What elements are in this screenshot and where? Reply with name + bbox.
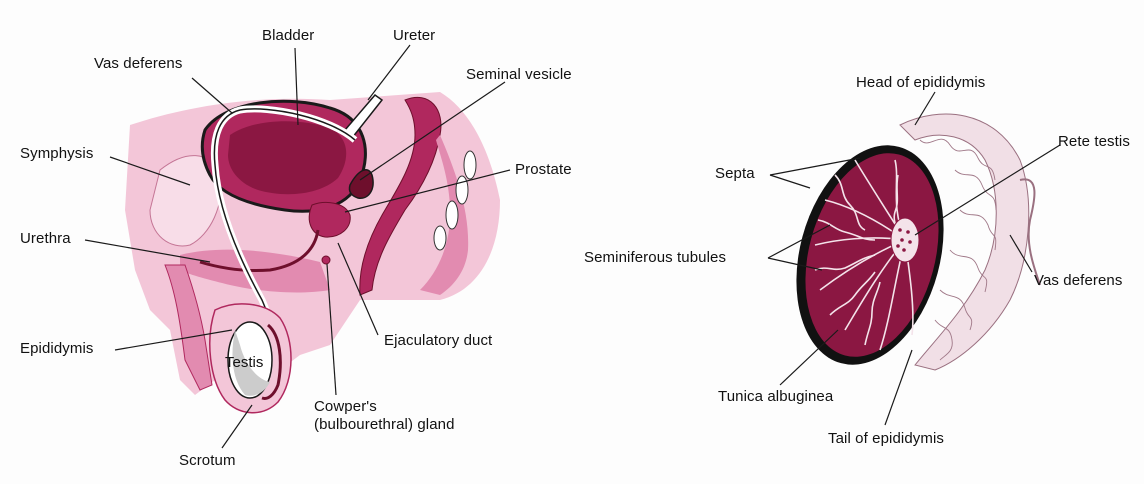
label-ureter: Ureter xyxy=(393,27,435,45)
rete-testis xyxy=(891,218,919,262)
label-head-of-epididymis: Head of epididymis xyxy=(856,74,985,92)
label-tail-of-epididymis: Tail of epididymis xyxy=(828,430,944,448)
label-vas-deferens-right: Vas deferens xyxy=(1034,272,1122,290)
label-cowpers-gland: Cowper's (bulbourethral) gland xyxy=(314,398,455,434)
label-rete-testis: Rete testis xyxy=(1058,133,1130,151)
label-seminiferous-tubules: Seminiferous tubules xyxy=(584,249,726,267)
label-tunica-albuginea: Tunica albuginea xyxy=(718,388,833,406)
label-epididymis: Epididymis xyxy=(20,340,94,358)
label-ejaculatory-duct: Ejaculatory duct xyxy=(384,332,492,350)
label-urethra: Urethra xyxy=(20,230,71,248)
label-symphysis: Symphysis xyxy=(20,145,93,163)
label-cowpers-line1: Cowper's xyxy=(314,398,455,416)
label-vas-deferens: Vas deferens xyxy=(94,55,182,73)
label-testis: Testis xyxy=(225,354,263,372)
label-prostate: Prostate xyxy=(515,161,572,179)
label-septa: Septa xyxy=(715,165,755,183)
label-seminal-vesicle: Seminal vesicle xyxy=(466,66,572,84)
label-bladder: Bladder xyxy=(262,27,314,45)
label-scrotum: Scrotum xyxy=(179,452,236,470)
label-cowpers-line2: (bulbourethral) gland xyxy=(314,416,455,434)
